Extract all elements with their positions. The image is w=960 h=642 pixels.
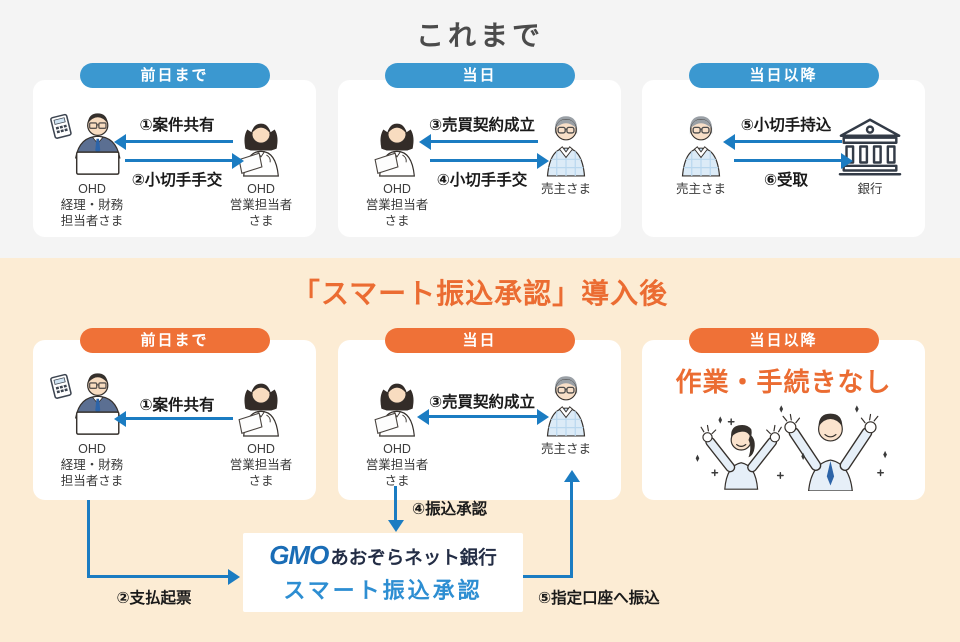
actor-bank: 銀行 (819, 108, 921, 197)
before-panel-after-day: 当日以降 売主さま 銀行 ⑤小切手持込 ⑥受取 (642, 63, 925, 237)
approval-label: ④振込承認 (412, 501, 488, 518)
after-section-title: 「スマート振込承認」導入後 (291, 278, 669, 309)
payment-slip-label: ②支払起票 (116, 590, 192, 607)
no-work-text: 作業・手続きなし (675, 367, 892, 397)
gmo-bank-name: あおぞらネット銀行 (330, 547, 497, 568)
connector-payment-vertical (87, 500, 90, 578)
arrow-label: ⑤小切手持込 (740, 117, 832, 134)
arrow-label: ①案件共有 (139, 117, 215, 134)
actor-label: 銀行 (857, 182, 883, 196)
gmo-smart-transfer-box: GMO あおぞらネット銀行 スマート振込承認 (243, 533, 523, 612)
before-section-title: これまで (415, 20, 544, 51)
arrow-label: ③売買契約成立 (428, 117, 536, 134)
arrow-label: ⑥受取 (763, 172, 809, 189)
arrow-both (417, 408, 549, 425)
connector-payment-arrow (87, 568, 240, 585)
arrow-right (430, 152, 549, 169)
gmo-logo: GMO あおぞらネット銀行 (269, 540, 497, 571)
after-panel-after-day: 当日以降 作業・手続きなし (642, 328, 925, 500)
actor-seller: 売主さま (515, 368, 617, 457)
accountant-at-laptop-icon (48, 369, 136, 438)
transfer-label: ⑤指定口座へ振込 (538, 590, 660, 607)
saleswoman-icon (366, 372, 428, 438)
panel-header-pill: 当日 (384, 328, 575, 353)
actor-label: 売主さま (540, 182, 591, 196)
panel-header-pill: 前日まで (79, 328, 270, 353)
actor-label: 売主さま (540, 442, 591, 456)
arrow-label: ④小切手手交 (436, 172, 528, 189)
seller-icon (529, 371, 603, 438)
arrow-left (114, 133, 233, 150)
actor-seller: 売主さま (515, 108, 617, 197)
panel-header-pill: 当日 (384, 63, 575, 88)
connector-transfer-arrow (563, 470, 580, 576)
connector-approval-arrow (387, 486, 404, 532)
arrow-right (734, 152, 853, 169)
arrow-label: ③売買契約成立 (428, 394, 536, 411)
arrow-left (419, 133, 538, 150)
arrow-label: ①案件共有 (139, 397, 215, 414)
gmo-logo-text: GMO (269, 540, 329, 570)
panel-header-pill: 当日以降 (688, 328, 879, 353)
arrow-right (125, 152, 244, 169)
panel-header-pill: 前日まで (79, 63, 270, 88)
bank-icon (834, 116, 906, 178)
actor-seller: 売主さま (654, 108, 748, 197)
saleswoman-icon (230, 372, 292, 438)
actor-label: 売主さま (675, 182, 726, 196)
connector-transfer-horizontal (523, 575, 573, 578)
panel-header-pill: 当日以降 (688, 63, 879, 88)
arrow-left (723, 133, 842, 150)
arrow-left (114, 410, 233, 427)
arrow-label: ②小切手手交 (131, 172, 223, 189)
celebrating-people-icon (656, 478, 912, 495)
smart-transfer-product-name: スマート振込承認 (283, 578, 483, 603)
